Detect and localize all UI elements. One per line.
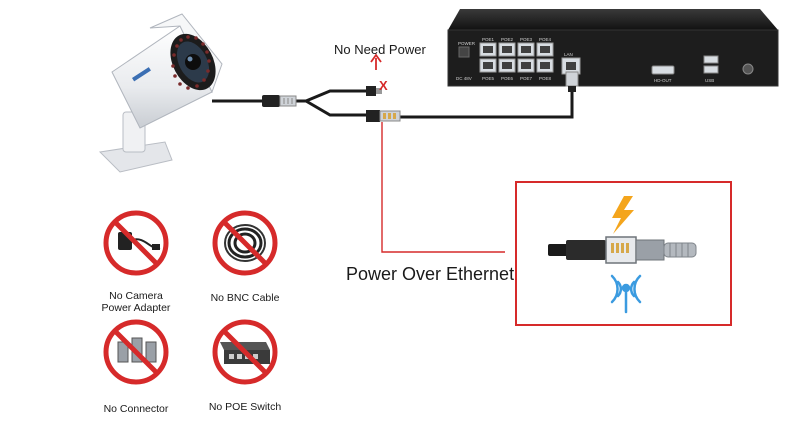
poe-port-socket xyxy=(521,62,531,69)
callout-line xyxy=(381,122,505,253)
poe-port-socket xyxy=(483,62,493,69)
poe-port-label: POE8 xyxy=(539,76,552,81)
nvr-dc-label: DC 48V xyxy=(456,76,472,81)
poe-port-socket xyxy=(521,46,531,53)
poe-port-socket xyxy=(502,62,512,69)
nvr-lan-label: LAN xyxy=(564,52,573,57)
nvr-icon xyxy=(447,9,779,87)
x-mark: X xyxy=(379,78,388,93)
nvr-usb-label: USB xyxy=(705,78,714,83)
no-symbol-icon xyxy=(212,319,278,385)
caption-no-bnc: No BNC Cable xyxy=(210,292,280,304)
wireless-signal-icon xyxy=(610,274,642,314)
poe-port-socket xyxy=(502,46,512,53)
poe-port-socket xyxy=(483,46,493,53)
no-need-power-label: No Need Power xyxy=(334,42,426,57)
ethernet-cables xyxy=(212,89,574,119)
ethernet-plug-icon xyxy=(548,236,697,264)
caption-no-adapter: No Camera Power Adapter xyxy=(96,290,176,314)
caption-no-poe-switch: No POE Switch xyxy=(208,401,282,413)
camera-icon xyxy=(98,13,223,173)
lightning-icon xyxy=(612,196,634,234)
poe-port-label: POE3 xyxy=(520,37,533,42)
prohibited-items xyxy=(103,210,278,385)
no-symbol-icon xyxy=(103,210,169,276)
poe-port-label: POE5 xyxy=(482,76,495,81)
nvr-power-label: POWER xyxy=(458,41,476,46)
no-symbol-icon xyxy=(212,210,278,276)
ethernet-coupler xyxy=(366,110,401,122)
poe-port-label: POE6 xyxy=(501,76,514,81)
poe-port-label: POE1 xyxy=(482,37,495,42)
poe-port-socket xyxy=(540,62,550,69)
poe-port-label: POE2 xyxy=(501,37,514,42)
caption-line: Power Adapter xyxy=(101,302,171,314)
poe-port-socket xyxy=(540,46,550,53)
nvr-hdout-label: HD-OUT xyxy=(654,78,672,83)
poe-title: Power Over Ethernet xyxy=(346,264,515,284)
caption-no-connector: No Connector xyxy=(103,403,169,415)
no-symbol-icon xyxy=(103,319,169,385)
poe-port-label: POE7 xyxy=(520,76,533,81)
nvr-lan-plug xyxy=(565,71,579,92)
caption-line: No Camera xyxy=(109,290,163,302)
dc-power-connector xyxy=(366,53,382,96)
ethernet-plug-icon xyxy=(262,95,297,107)
poe-port-label: POE4 xyxy=(539,37,552,42)
